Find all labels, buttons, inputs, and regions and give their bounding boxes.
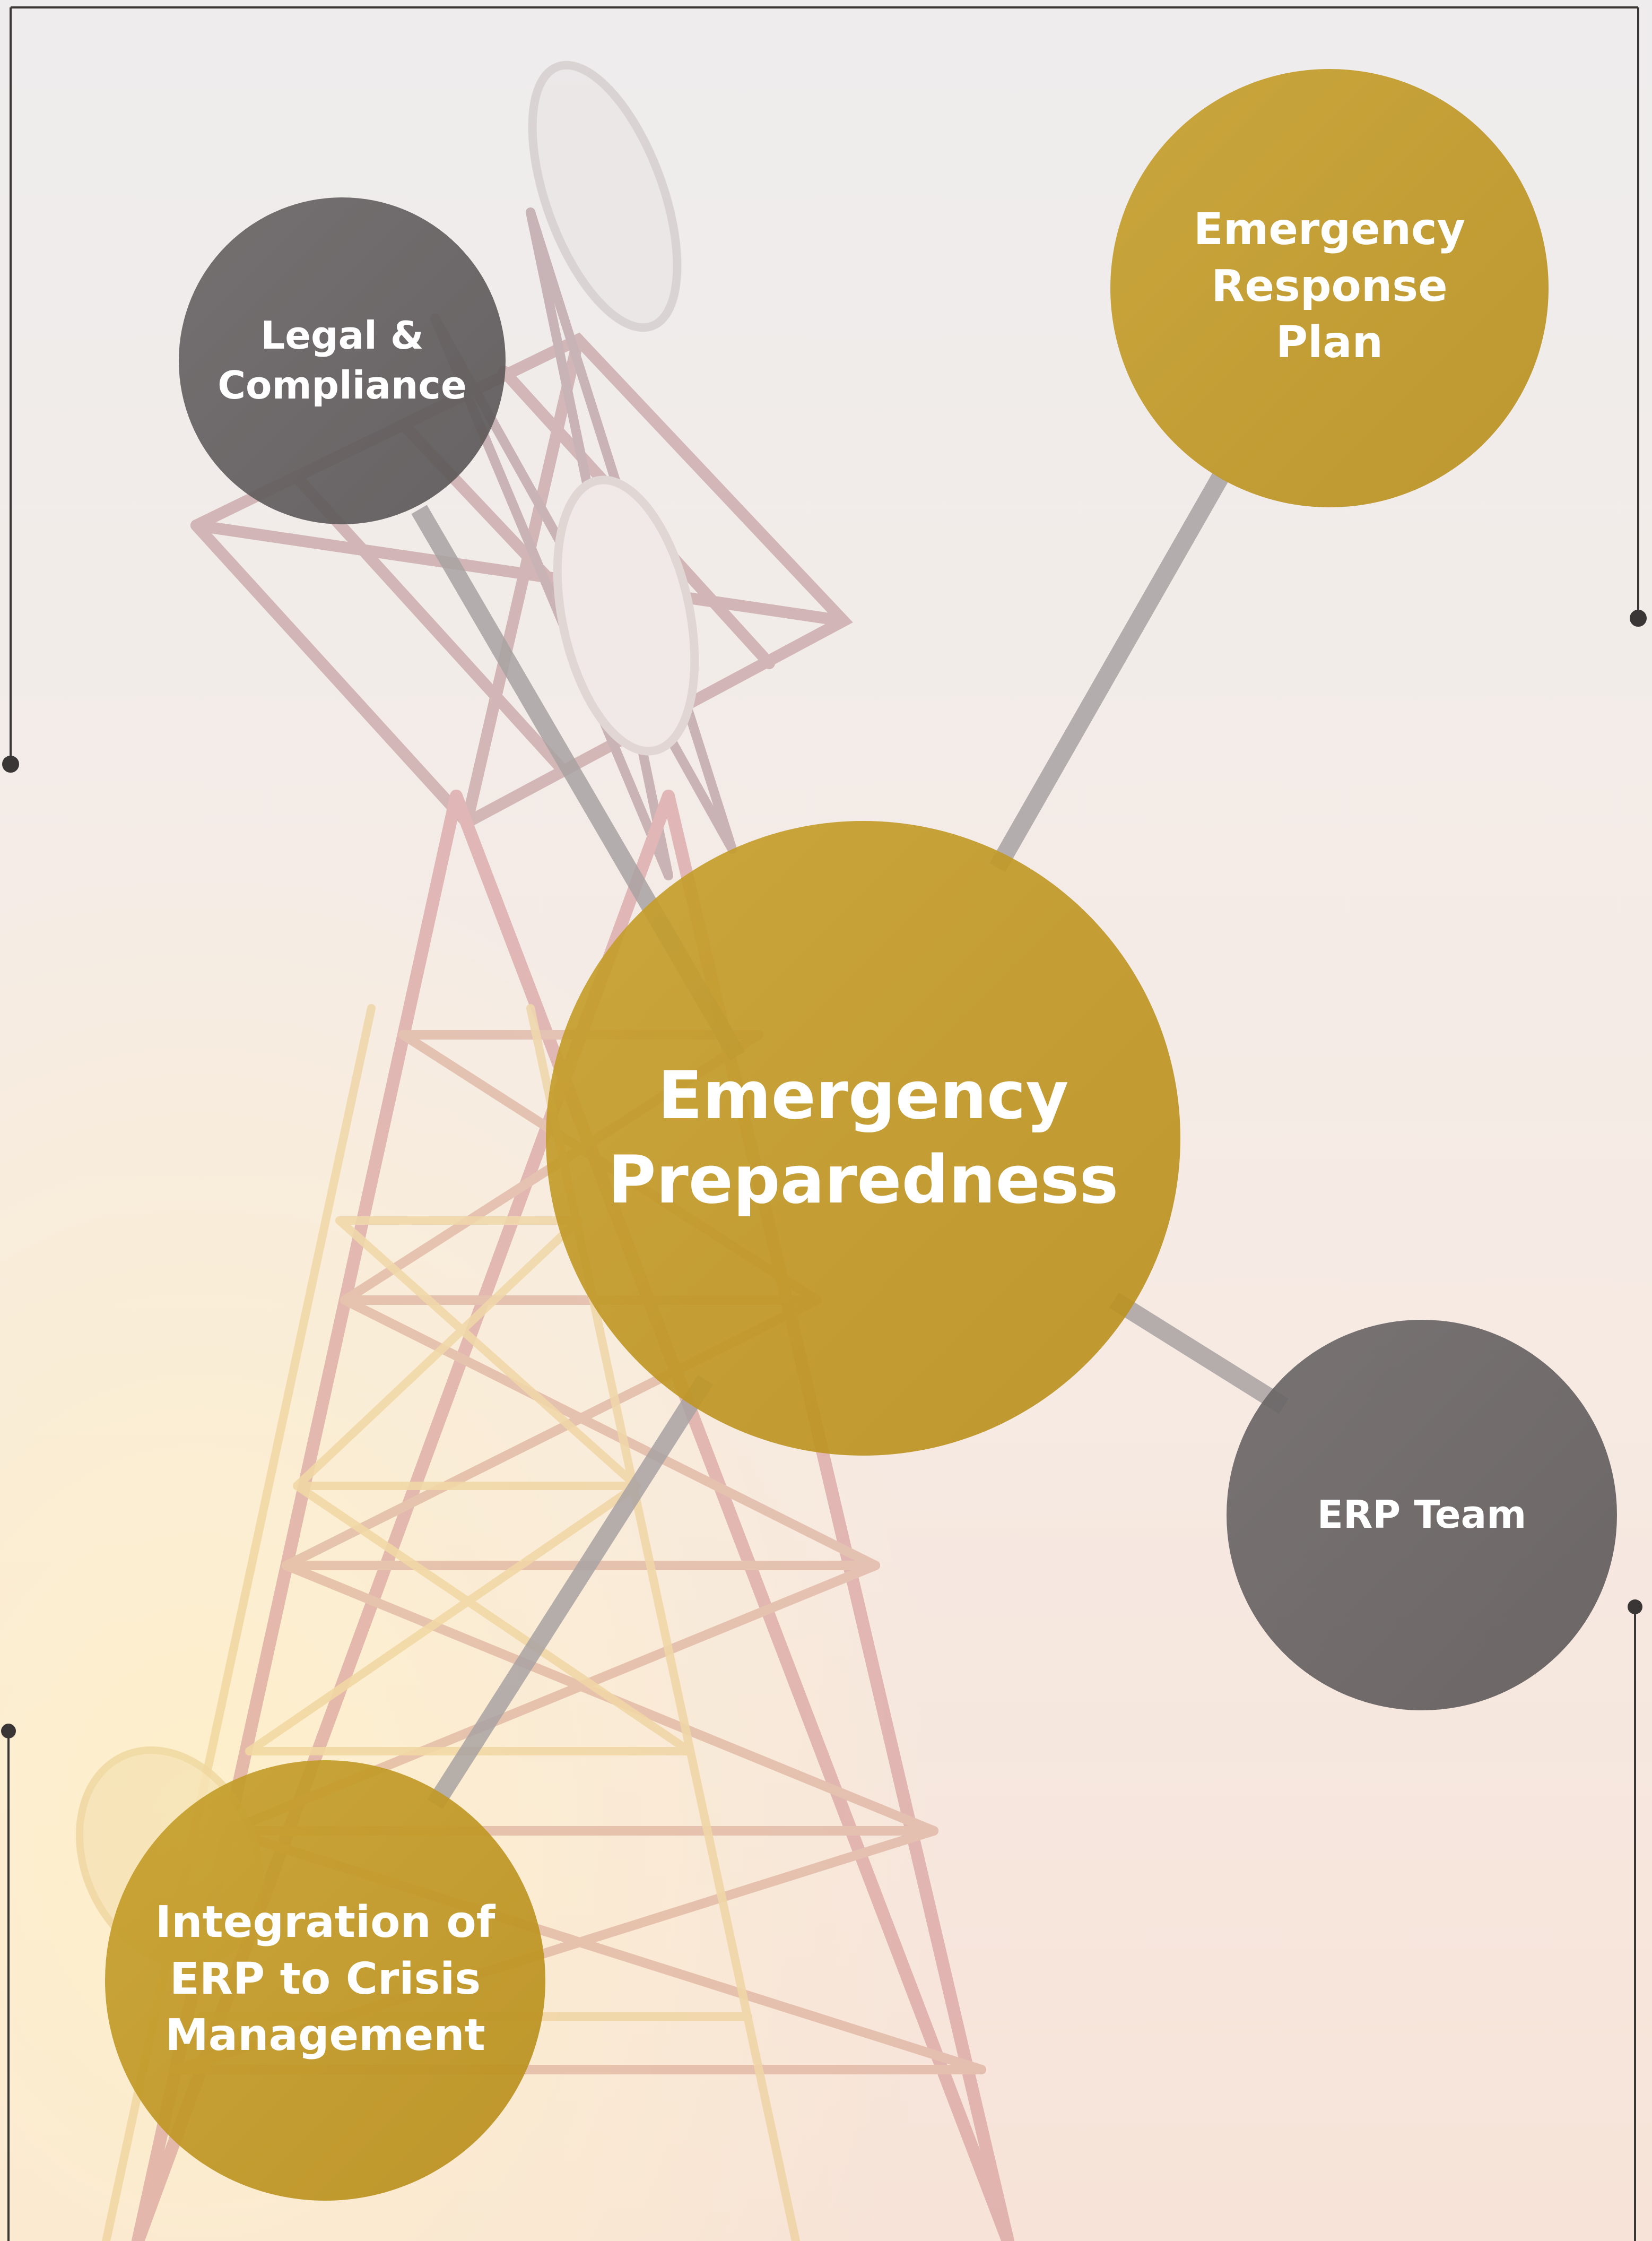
erp-team-node[interactable] [1227, 1320, 1617, 1710]
nodes [105, 69, 1617, 2201]
emergency-preparedness-label: Emergency Preparedness [607, 1058, 1119, 1218]
legal-compliance-node[interactable] [179, 197, 506, 524]
connector-integration [427, 1374, 714, 1810]
integration-node[interactable] [105, 1760, 545, 2201]
integration-label: Integration of ERP to Crisis Management [155, 1897, 495, 2061]
emergency-response-plan-node[interactable] [1110, 69, 1549, 507]
erp-team-label: ERP Team [1317, 1492, 1527, 1537]
legal-compliance-label: Legal & Compliance [218, 313, 467, 408]
frame-lines [1, 6, 1647, 2241]
connector-erp-team [1109, 1292, 1289, 1414]
emergency-response-plan-label: Emergency Response Plan [1193, 204, 1466, 368]
connector-erp-plan [989, 473, 1228, 872]
emergency-preparedness-center-node[interactable] [546, 821, 1180, 1456]
